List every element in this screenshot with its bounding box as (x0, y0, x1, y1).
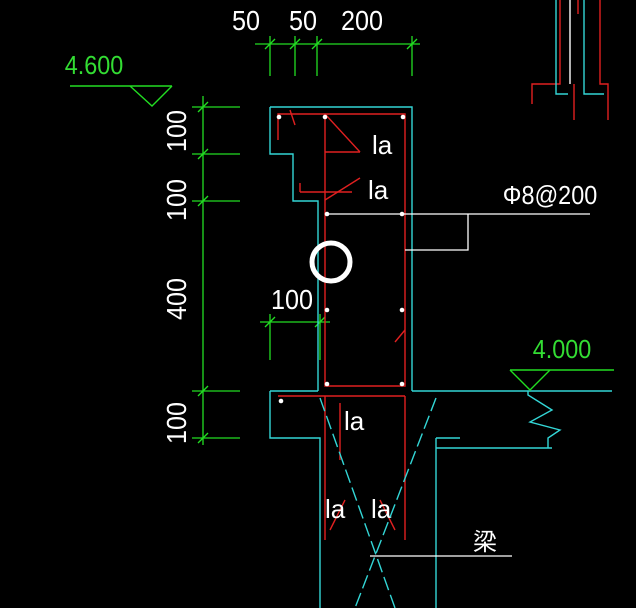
left-dim-label-4: 100 (161, 402, 193, 444)
top-dim-label-3: 200 (341, 5, 383, 37)
elevation-label-lower: 4.000 (533, 336, 592, 364)
la-label-4: la (325, 494, 346, 524)
elevation-label-upper: 4.600 (65, 52, 124, 80)
la-label-3: la (344, 406, 365, 436)
top-dim-label-1: 50 (232, 5, 260, 37)
stirrup-spec-label: Φ8@200 (503, 182, 597, 210)
inner-dim-label: 100 (271, 284, 313, 316)
la-label-5: la (371, 494, 392, 524)
rebar-dots (276, 114, 406, 404)
beam-label: 梁 (473, 529, 497, 556)
left-dimension-chain (192, 96, 240, 445)
top-dimension-chain (255, 36, 420, 76)
concrete-outline (269, 106, 612, 608)
left-dim-label-2: 100 (161, 179, 193, 221)
left-dim-label-3: 400 (161, 278, 193, 320)
stirrup-leader (325, 213, 590, 251)
la-label-1: la (372, 130, 393, 160)
la-label-2: la (368, 175, 389, 205)
detail-fragment-upper-right (531, 0, 609, 120)
inner-dimension (260, 314, 330, 360)
cursor-circle-marker[interactable] (309, 240, 353, 284)
left-dim-label-1: 100 (161, 110, 193, 152)
elevation-mark-lower (509, 369, 614, 391)
elevation-mark-upper (70, 85, 173, 107)
top-dim-label-2: 50 (289, 5, 317, 37)
